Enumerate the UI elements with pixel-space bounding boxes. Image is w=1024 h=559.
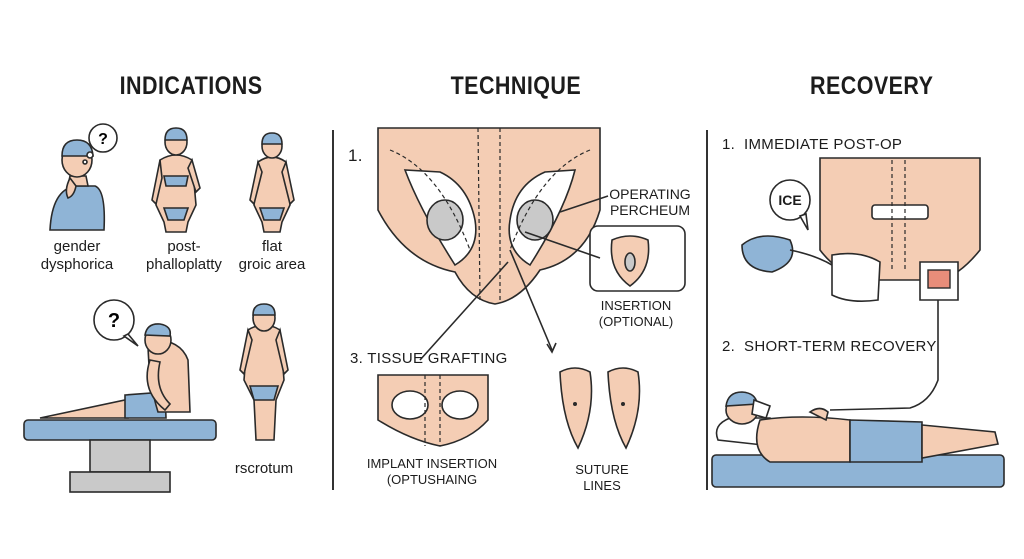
thought-bubble (88, 123, 118, 153)
figure-flat-groin (249, 132, 295, 233)
title-technique: TECHNIQUE (450, 72, 582, 100)
post-op-illustration (819, 157, 981, 320)
label-post-phalloplasty: post- phalloplatty (146, 238, 222, 273)
recovery-step-2: 2. SHORT-TERM RECOVERY (722, 338, 937, 355)
question-mark-2: ? (108, 310, 120, 332)
pelvis-illustration (377, 127, 601, 305)
technique-step-3: 3. TISSUE GRAFTING (350, 350, 508, 367)
label-operating: OPERATING PERCHEUM (609, 186, 691, 218)
label-gender-dysphoria: gender dysphorica (40, 238, 114, 273)
label-rscrotum: rscrotum (234, 460, 294, 477)
figure-gender-dysphoria (49, 123, 118, 231)
recovery-patient (711, 391, 1005, 488)
label-ice: ICE (778, 192, 802, 208)
label-implant-insertion: IMPLANT INSERTION (OPTUSHAING (366, 456, 498, 487)
label-suture-lines: SUTURE LINES (575, 462, 629, 493)
divider-right (706, 130, 708, 490)
ice-bubble (769, 179, 811, 221)
question-mark-1: ? (98, 131, 108, 148)
title-indications: INDICATIONS (119, 72, 263, 100)
divider-left (332, 130, 334, 490)
ice-pack (741, 179, 833, 273)
figure-post-phalloplasty (151, 127, 201, 233)
label-insertion: INSERTION (OPTIONAL) (598, 298, 674, 329)
figure-rscrotum (239, 303, 289, 441)
bandage (871, 204, 929, 220)
label-flat-groin: flat groic area (238, 238, 306, 273)
tissue-grafting-illustration (377, 374, 489, 447)
figure-seated-on-table (23, 299, 217, 493)
title-recovery: RECOVERY (810, 72, 934, 100)
insertion-inset (589, 225, 686, 292)
technique-step-1: 1. (348, 146, 363, 165)
recovery-step-1: 1. IMMEDIATE POST-OP (722, 136, 903, 153)
thought-bubble-2 (93, 299, 135, 341)
suture-lines-illustration (559, 367, 641, 450)
